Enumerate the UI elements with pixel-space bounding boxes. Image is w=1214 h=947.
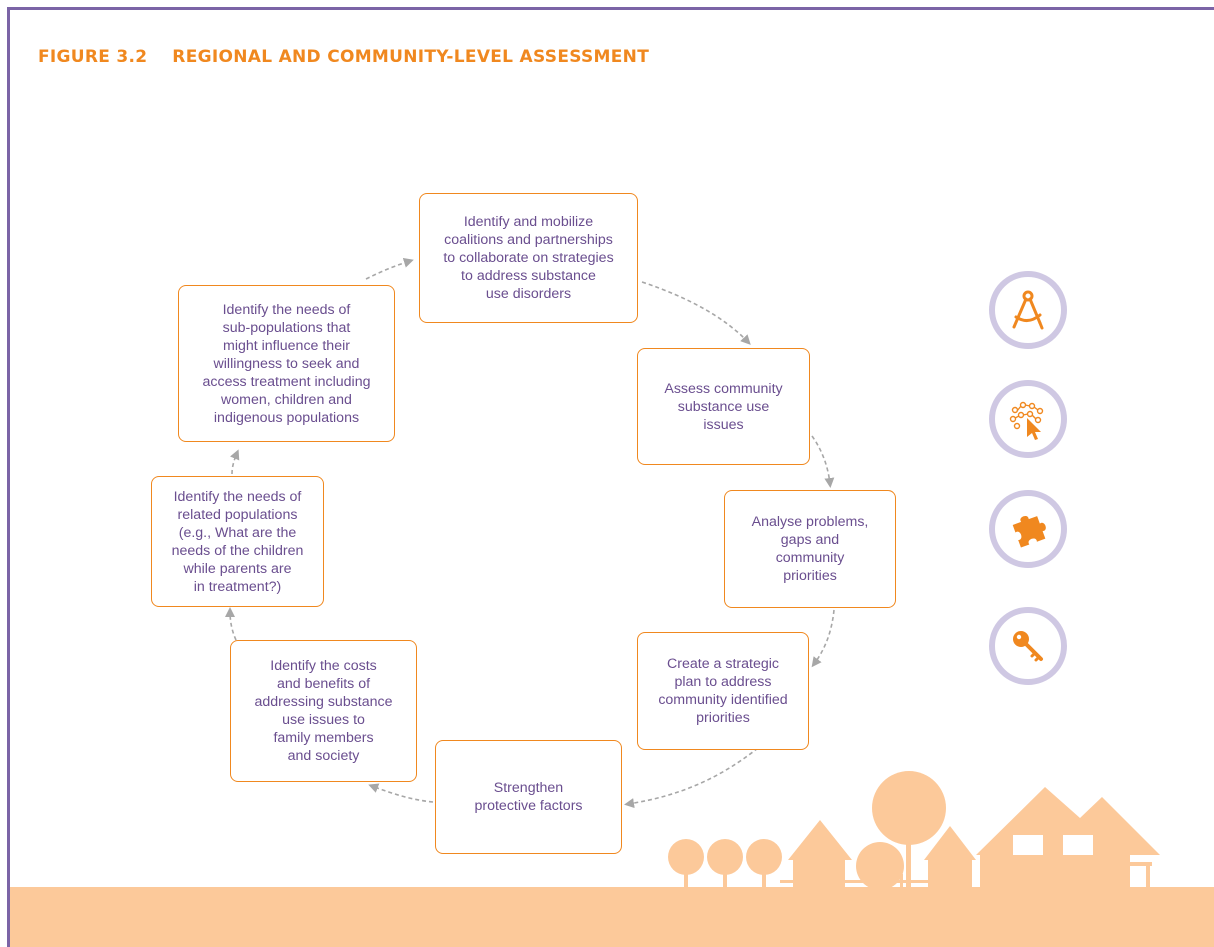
step-costs-benefits: Identify the costs and benefits of addre… <box>230 640 417 782</box>
arrow-plan-to-strengthen <box>624 747 759 809</box>
network-cursor-icon-circle <box>989 380 1067 458</box>
compass-icon-circle <box>989 271 1067 349</box>
step-analyse-problems: Analyse problems, gaps and community pri… <box>724 490 896 608</box>
step-mobilize-coalitions: Identify and mobilize coalitions and par… <box>419 193 638 323</box>
step-strengthen-factors: Strengthen protective factors <box>435 740 622 854</box>
puzzle-piece-icon-circle <box>989 490 1067 568</box>
compass-icon <box>1012 290 1044 330</box>
key-icon <box>1013 631 1043 662</box>
arrow-related-to-subpop <box>230 449 240 475</box>
arrow-costs-to-related <box>225 607 237 641</box>
step-strategic-plan: Create a strategic plan to address commu… <box>637 632 809 750</box>
arrow-analyse-to-plan <box>811 609 835 668</box>
key-icon-circle <box>989 607 1067 685</box>
arrow-strengthen-to-costs <box>368 783 434 803</box>
network-cursor-icon <box>1009 401 1044 440</box>
step-assess-community: Assess community substance use issues <box>637 348 810 465</box>
arrow-subpop-to-mobilize <box>365 258 414 280</box>
step-related-populations: Identify the needs of related population… <box>151 476 324 607</box>
arrow-mobilize-to-assess <box>641 281 751 345</box>
step-sub-populations: Identify the needs of sub-populations th… <box>178 285 395 442</box>
ground-band <box>10 887 1214 947</box>
puzzle-piece-icon <box>1012 515 1046 548</box>
figure-title: FIGURE 3.2 REGIONAL AND COMMUNITY-LEVEL … <box>38 47 650 67</box>
